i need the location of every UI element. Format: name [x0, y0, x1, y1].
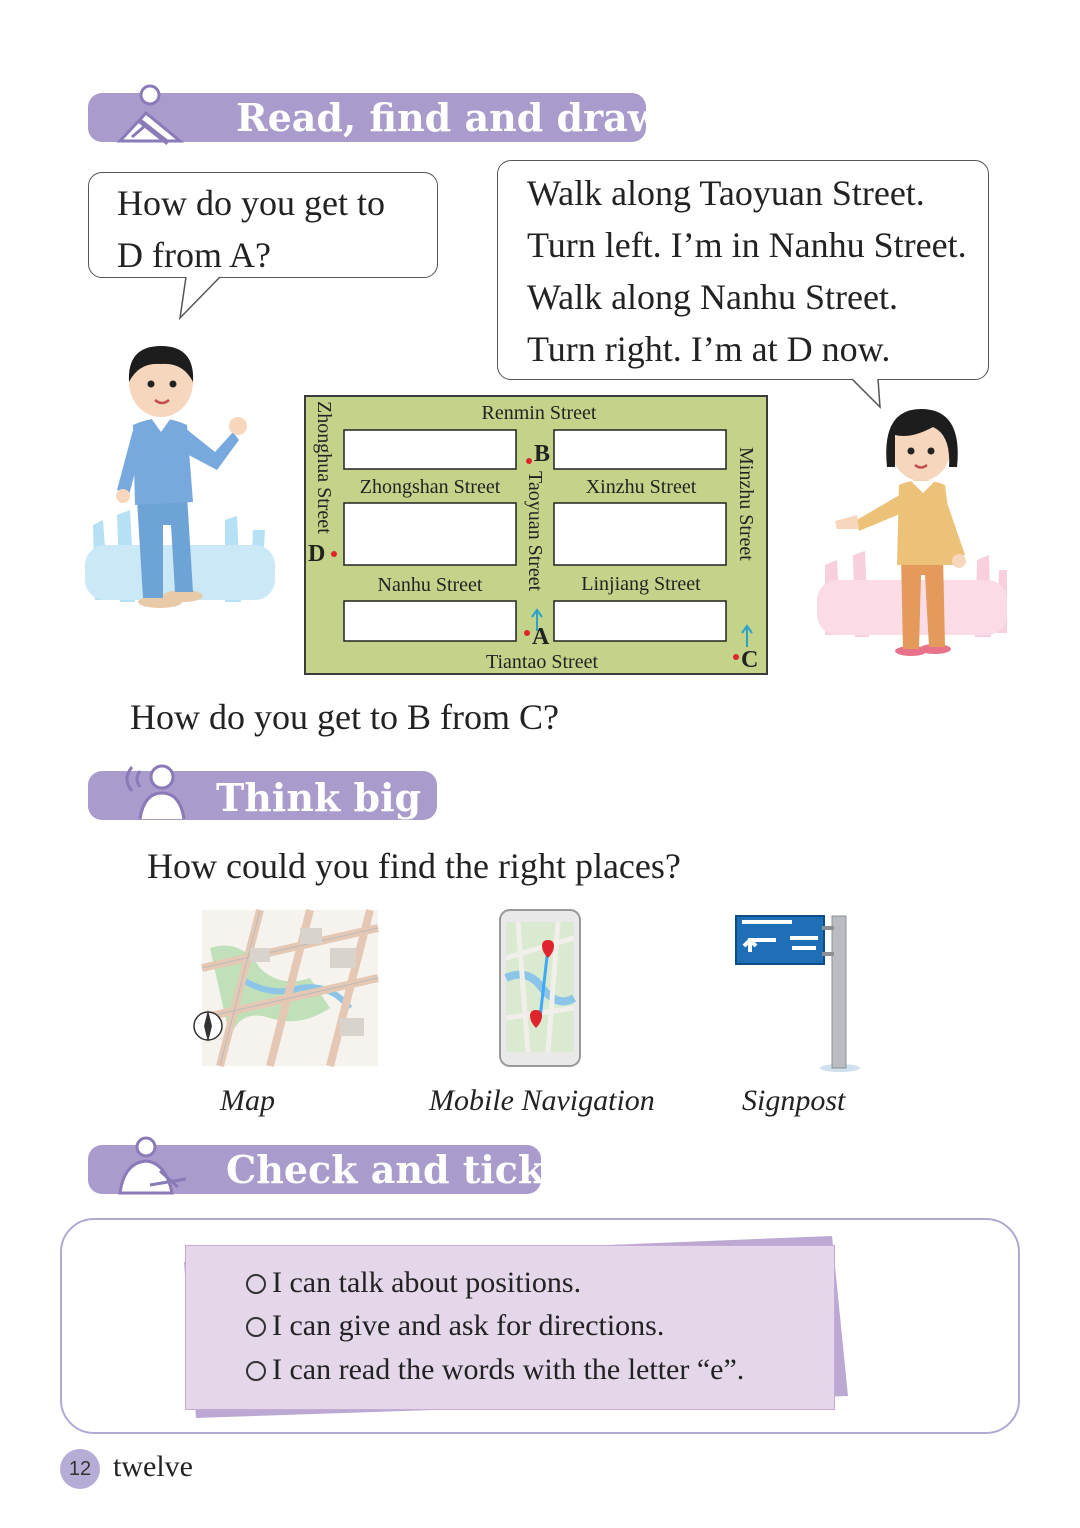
point-c-label: C [741, 647, 758, 673]
speech-bubble-girl: Walk along Taoyuan Street. Turn left. I’… [497, 160, 989, 380]
section-title: Think big [216, 775, 422, 820]
checklist-item-text: I can talk about positions. [272, 1266, 582, 1299]
street-label-minzhu: Minzhu Street [735, 447, 757, 561]
map-block [343, 600, 517, 642]
checklist-item[interactable]: I can talk about positions. [246, 1266, 581, 1300]
street-label-zhonghua: Zhonghua Street [313, 401, 335, 534]
think-question: How could you find the right places? [147, 846, 681, 886]
street-label-zhongshan: Zhongshan Street [360, 476, 501, 498]
street-label-renmin: Renmin Street [482, 402, 597, 424]
signpost-icon [735, 915, 860, 1072]
point-b-label: B [534, 441, 550, 467]
speaking-person-icon [125, 764, 186, 820]
boy-illustration [85, 346, 275, 608]
section-banner-think: Think big [88, 764, 437, 820]
map-block [553, 600, 727, 642]
writing-person-icon [118, 1136, 187, 1195]
bubble-line: Turn right. I’m at D now. [527, 329, 891, 369]
map-block [343, 429, 517, 470]
checklist-item[interactable]: I can read the words with the letter “e”… [246, 1353, 744, 1387]
section-banner-read: Read, find and draw [88, 84, 660, 145]
street-label-xinzhu: Xinzhu Street [586, 476, 697, 498]
street-label-linjiang: Linjiang Street [581, 573, 701, 595]
street-label-taoyuan: Taoyuan Street [524, 471, 546, 592]
section-title: Check and tick [226, 1147, 545, 1192]
point-a-label: A [532, 624, 550, 650]
tool-label: Map [220, 1084, 275, 1117]
street-label-tiantao: Tiantao Street [486, 651, 598, 673]
page-number-word: twelve [113, 1450, 193, 1483]
bubble-line: Walk along Nanhu Street. [527, 277, 899, 317]
point-b-dot [526, 458, 532, 464]
point-d-label: D [308, 541, 325, 567]
bubble-tail [851, 376, 881, 409]
page-number: 12 [60, 1449, 100, 1489]
bubble-line: Turn left. I’m in Nanhu Street. [527, 225, 967, 265]
tool-label: Mobile Navigation [429, 1084, 655, 1117]
girl-illustration [817, 409, 1007, 656]
point-c-dot [733, 654, 739, 660]
map-block [343, 502, 517, 566]
street-label-nanhu: Nanhu Street [378, 574, 483, 596]
point-d-dot [331, 551, 337, 557]
reading-pencil-icon [116, 84, 185, 145]
arrow-up-icon [531, 608, 543, 631]
section-banner-check: Check and tick [88, 1136, 545, 1195]
map-block [553, 429, 727, 470]
tick-circle[interactable] [246, 1317, 266, 1337]
question-b-from-c: How do you get to B from C? [130, 697, 559, 737]
checklist: I can talk about positions. I can give a… [185, 1245, 835, 1410]
bubble-line: Walk along Taoyuan Street. [527, 173, 925, 213]
map-icon [193, 909, 379, 1067]
bubble-tail [178, 274, 221, 321]
speech-bubble-boy: How do you get to D from A? [88, 172, 438, 278]
phone-navigation-icon [499, 909, 581, 1067]
tick-circle[interactable] [246, 1361, 266, 1381]
checklist-item[interactable]: I can give and ask for directions. [246, 1309, 664, 1343]
bubble-line: D from A? [117, 235, 271, 275]
arrow-up-icon [741, 624, 753, 647]
checklist-item-text: I can give and ask for directions. [272, 1309, 665, 1342]
checklist-item-text: I can read the words with the letter “e”… [272, 1353, 745, 1386]
section-title: Read, find and draw [236, 95, 661, 140]
tick-circle[interactable] [246, 1274, 266, 1294]
tool-label: Signpost [742, 1084, 846, 1117]
map-block [553, 502, 727, 566]
point-a-dot [524, 630, 530, 636]
street-map: Renmin Street Zhongshan Street Xinzhu St… [304, 395, 768, 675]
bubble-line: How do you get to [117, 183, 385, 223]
